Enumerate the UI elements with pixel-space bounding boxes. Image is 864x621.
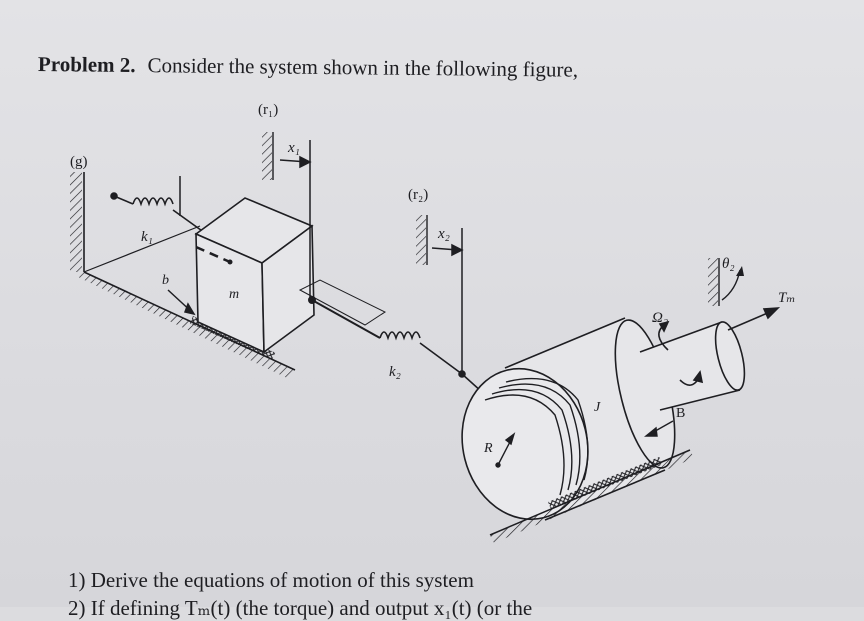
spring-k1 <box>110 192 206 234</box>
mechanical-system-figure: (g) (r₁) (r₂) x₁ x₂ k₁ k₂ b m J R B Ω₂ θ… <box>70 102 796 543</box>
radius-R <box>495 432 516 468</box>
label-x2: x₂ <box>437 226 450 242</box>
mass-block <box>194 197 315 354</box>
x2-indicator <box>431 228 464 372</box>
question-1: 1) Derive the equations of motion of thi… <box>68 568 474 592</box>
dashpot-b <box>167 289 196 316</box>
label-omega2: Ω₂ <box>652 310 668 326</box>
label-ref2: (r₂) <box>408 187 428 203</box>
shaft <box>639 321 746 411</box>
label-b: b <box>162 273 169 288</box>
label-k1: k₁ <box>141 229 153 245</box>
label-J: J <box>594 400 601 415</box>
mass-rod <box>308 296 381 339</box>
spring-k2 <box>379 331 483 393</box>
label-k2: k₂ <box>389 364 401 380</box>
mass-hidden-edge <box>195 245 231 264</box>
label-m: m <box>229 287 239 302</box>
damper-B-arrow <box>644 420 674 437</box>
label-ref1: (r₁) <box>258 102 278 118</box>
rod-base-plate <box>298 279 387 326</box>
cylinder-floor <box>489 449 694 543</box>
reference-wall-r2 <box>416 215 428 265</box>
theta2-wall <box>708 258 744 306</box>
label-Tm: Tₘ <box>778 290 796 306</box>
torque-Tm-arrow <box>727 307 781 331</box>
label-B: B <box>676 406 685 421</box>
label-theta2: θ₂ <box>722 256 735 272</box>
omega2-arrow <box>658 320 704 386</box>
label-x1: x₁ <box>287 140 300 156</box>
cable-drum-rings <box>484 377 589 496</box>
x1-indicator <box>179 140 312 300</box>
label-ground: (g) <box>70 154 88 170</box>
question-2: 2) If defining Tₘ(t) (the torque) and ou… <box>68 596 533 620</box>
k1-attachment <box>227 259 233 265</box>
label-R: R <box>483 441 493 456</box>
reference-wall-r1 <box>262 132 274 180</box>
ground-left-wall <box>70 172 85 272</box>
